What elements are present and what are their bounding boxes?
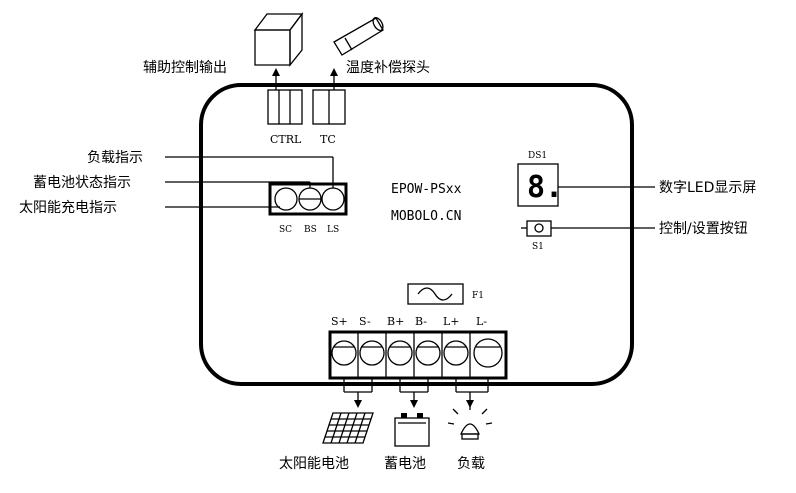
- temperature-probe-label: 温度补偿探头: [346, 60, 430, 76]
- solar-panel-icon: [322, 412, 374, 444]
- control-button-icon: [521, 220, 557, 237]
- indicator-led-block: [268, 182, 348, 216]
- control-button-label: 控制/设置按钮: [659, 221, 748, 237]
- solar-charge-indicator-label: 太阳能充电指示: [19, 200, 117, 216]
- site-name: MOBOLO.CN: [391, 209, 461, 224]
- terminal-s-minus-label: S-: [359, 315, 371, 328]
- fuse-label: F1: [472, 291, 484, 301]
- ctrl-label: CTRL: [270, 133, 302, 146]
- load-label: 负载: [457, 456, 485, 472]
- model-name: EPOW-PSxx: [391, 182, 462, 197]
- load-indicator-label: 负载指示: [87, 150, 143, 166]
- led-display-icon: 8.: [517, 163, 563, 207]
- led-display-label: 数字LED显示屏: [659, 180, 756, 196]
- controller-board: [199, 83, 634, 386]
- fuse-icon: [407, 283, 464, 305]
- tc-label: TC: [320, 133, 336, 146]
- solar-panel-label: 太阳能电池: [279, 456, 349, 472]
- ctrl-connector: [267, 89, 303, 125]
- terminal-s-plus-label: S+: [331, 315, 348, 328]
- aux-output-device-icon: [253, 12, 304, 67]
- battery-icon: [394, 413, 430, 447]
- terminal-b-minus-label: B-: [415, 315, 427, 328]
- terminal-l-plus-label: L+: [443, 315, 460, 328]
- battery-status-indicator-label: 蓄电池状态指示: [33, 175, 131, 191]
- temperature-probe-icon: [333, 16, 384, 56]
- aux-output-label: 辅助控制输出: [143, 60, 227, 76]
- bs-label: BS: [304, 225, 317, 235]
- terminal-l-minus-label: L-: [476, 315, 487, 328]
- battery-label: 蓄电池: [384, 456, 426, 472]
- ds1-label: DS1: [528, 151, 547, 161]
- svg-text:8.: 8.: [527, 170, 563, 205]
- ls-label: LS: [327, 225, 339, 235]
- s1-label: S1: [532, 242, 544, 252]
- terminal-b-plus-label: B+: [387, 315, 404, 328]
- tc-connector: [312, 89, 346, 125]
- lamp-icon: [447, 404, 493, 440]
- terminal-block: [328, 330, 508, 380]
- sc-label: SC: [279, 225, 292, 235]
